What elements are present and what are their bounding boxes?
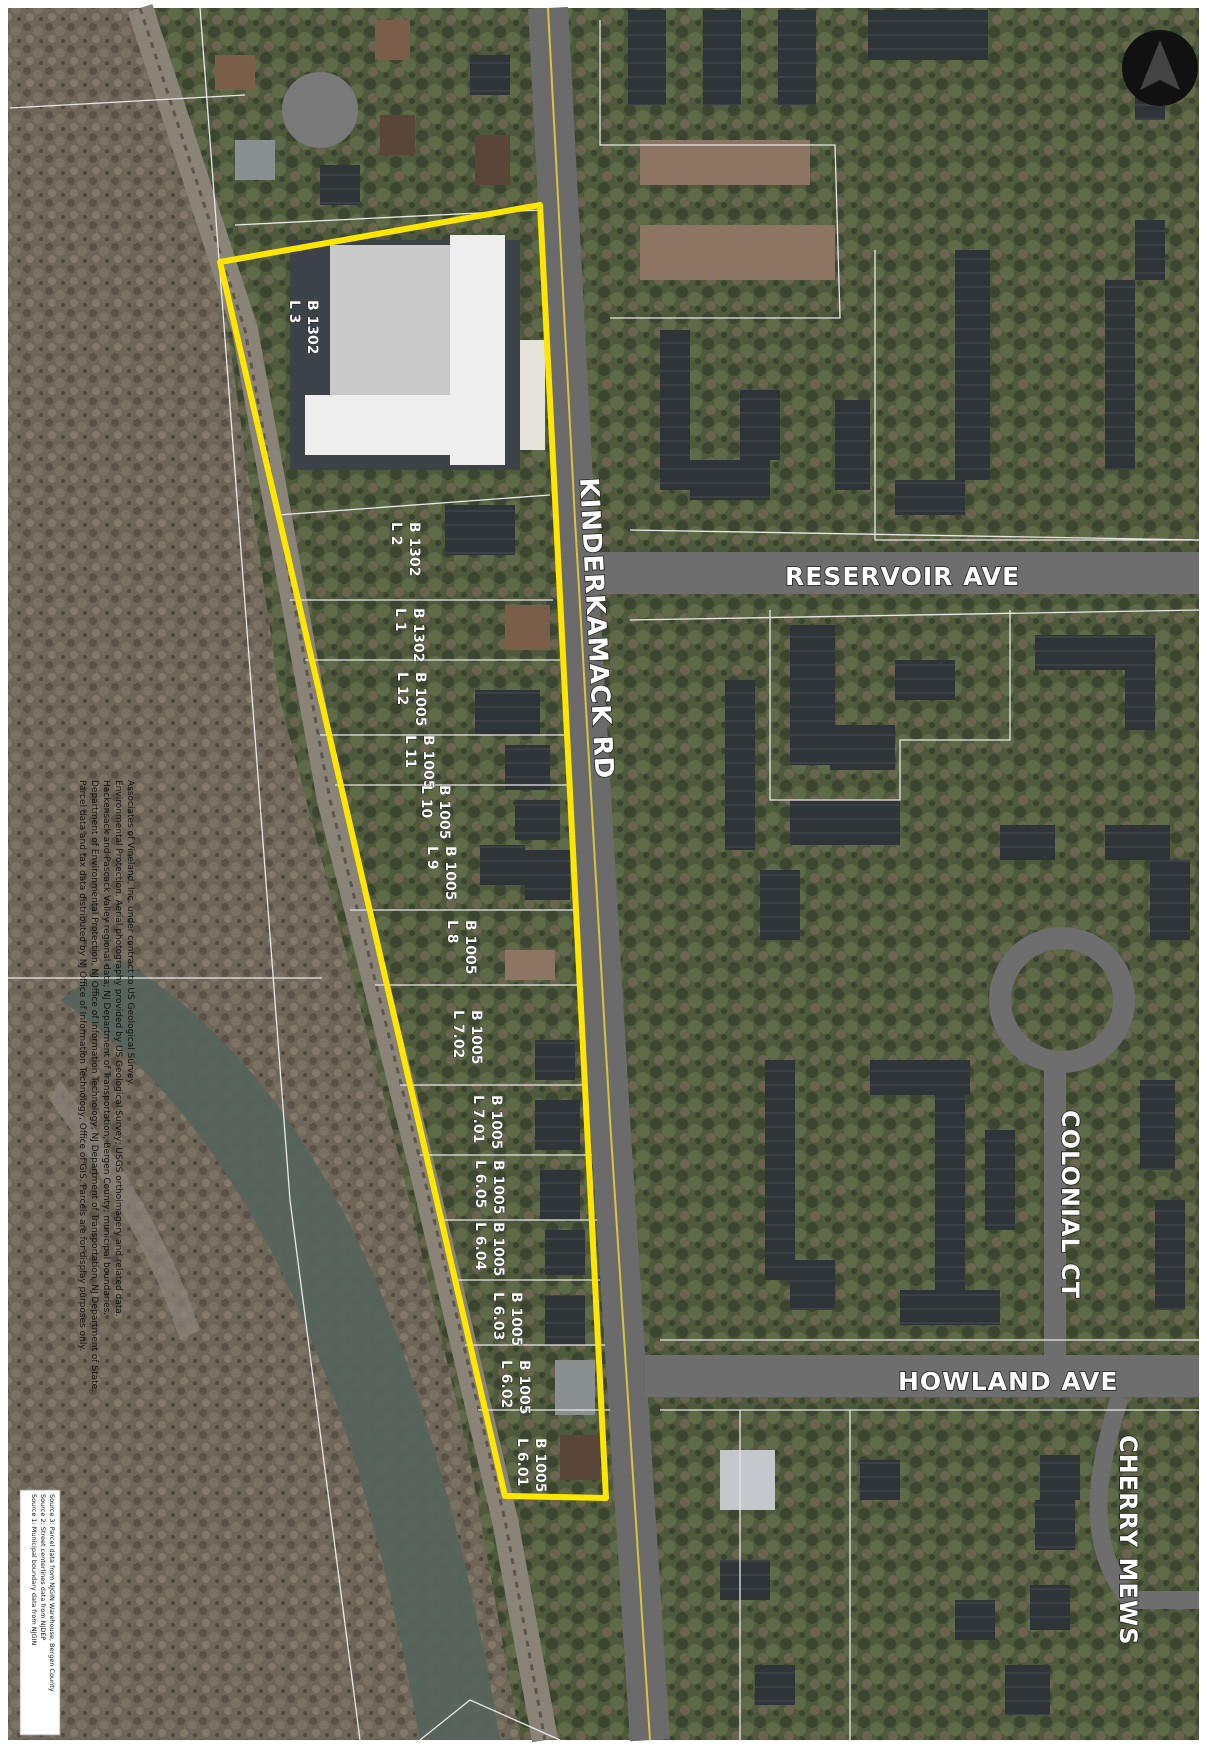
parcel-block-label: B 1005 bbox=[532, 1438, 548, 1493]
parcel-lot-label: L 6.05 bbox=[472, 1160, 488, 1208]
parcel-labels: B 1302 L 3 B 1302 L 2 B 1302 L 1 B 1005 … bbox=[286, 300, 549, 1493]
street-label-cherry: CHERRY MEWS bbox=[1114, 1435, 1142, 1646]
parcel-lot-label: L 10 bbox=[418, 785, 434, 819]
cherry-mews-road bbox=[1089, 1394, 1199, 1609]
building-rooftops bbox=[628, 10, 1190, 1715]
source-line: Source 3: Parcel data from NJGIN Warehou… bbox=[48, 1494, 56, 1692]
disclaimer-line: Department of Environmental Protection, … bbox=[89, 780, 99, 1392]
parcel-lot-label: L 11 bbox=[402, 735, 418, 768]
source-line: Source 2: Street centerlines data from N… bbox=[39, 1494, 47, 1640]
parcel-lot-label: L 9 bbox=[424, 846, 440, 870]
parcel-block-label: B 1005 bbox=[420, 735, 436, 790]
north-arrow-icon bbox=[1122, 30, 1198, 106]
cul-de-sac bbox=[282, 72, 358, 148]
parcel-block-label: B 1005 bbox=[412, 672, 428, 727]
source-box: Source 1: Municipal boundary data from N… bbox=[19, 1489, 61, 1736]
parcel-lot-label: L 6.01 bbox=[514, 1438, 530, 1486]
reservoir-road bbox=[595, 552, 1199, 594]
parcel-lot-label: L 12 bbox=[394, 672, 410, 705]
parcel-lot-label: L 7.02 bbox=[450, 1010, 466, 1058]
parcel-lot-label: L 3 bbox=[286, 300, 302, 324]
river bbox=[60, 960, 500, 1740]
parcel-lot-label: L 2 bbox=[388, 522, 404, 546]
parcel-lot-label: L 6.02 bbox=[498, 1360, 514, 1408]
street-label-reservoir: RESERVOIR AVE bbox=[785, 562, 1020, 591]
apartment-building bbox=[290, 235, 545, 470]
source-line: Source 1: Municipal boundary data from N… bbox=[30, 1494, 38, 1645]
parcel-houses bbox=[445, 505, 600, 1480]
parcel-block-label: B 1302 bbox=[406, 522, 422, 577]
disclaimer-line: Associates of Vineland, Inc. under contr… bbox=[125, 780, 135, 1086]
disclaimer-text: Parcel data and tax data distributed by … bbox=[77, 780, 135, 1392]
wooded-slope bbox=[8, 8, 520, 1740]
parcel-block-label: B 1005 bbox=[508, 1292, 524, 1347]
parcel-lot-label: L 7.01 bbox=[470, 1095, 486, 1143]
parcel-block-label: B 1005 bbox=[442, 846, 458, 901]
street-label-howland: HOWLAND AVE bbox=[898, 1367, 1119, 1396]
parcel-lot-label: L 6.04 bbox=[472, 1222, 488, 1271]
disclaimer-line: Parcel data and tax data distributed by … bbox=[77, 780, 87, 1351]
howland-road bbox=[645, 1355, 1199, 1397]
parcel-lot-label: L 1 bbox=[392, 608, 408, 632]
disclaimer-line: Hackensack and Pascack Valley regional d… bbox=[101, 780, 111, 1315]
parcel-lot-label: L 6.03 bbox=[490, 1292, 506, 1340]
parcel-block-label: B 1005 bbox=[490, 1222, 506, 1277]
parcel-block-label: B 1005 bbox=[436, 785, 452, 840]
houses-north bbox=[215, 20, 510, 205]
property-boundary-highlight[interactable] bbox=[217, 202, 609, 1501]
parcel-block-label: B 1005 bbox=[468, 1010, 484, 1065]
parcel-boundary-lines bbox=[8, 7, 1200, 1741]
street-label-colonial: COLONIAL CT bbox=[1056, 1110, 1084, 1299]
parcel-block-label: B 1005 bbox=[490, 1160, 506, 1215]
parcel-block-label: B 1005 bbox=[516, 1360, 532, 1415]
parcel-lot-label: L 8 bbox=[444, 920, 460, 944]
parcel-block-label: B 1302 bbox=[304, 300, 320, 355]
riverbank bbox=[50, 1080, 200, 1340]
parcel-block-label: B 1005 bbox=[462, 920, 478, 975]
disclaimer-line: Environmental Protection. Aerial photogr… bbox=[113, 780, 123, 1317]
parcel-block-label: B 1302 bbox=[410, 608, 426, 663]
parcel-block-label: B 1005 bbox=[488, 1095, 504, 1150]
